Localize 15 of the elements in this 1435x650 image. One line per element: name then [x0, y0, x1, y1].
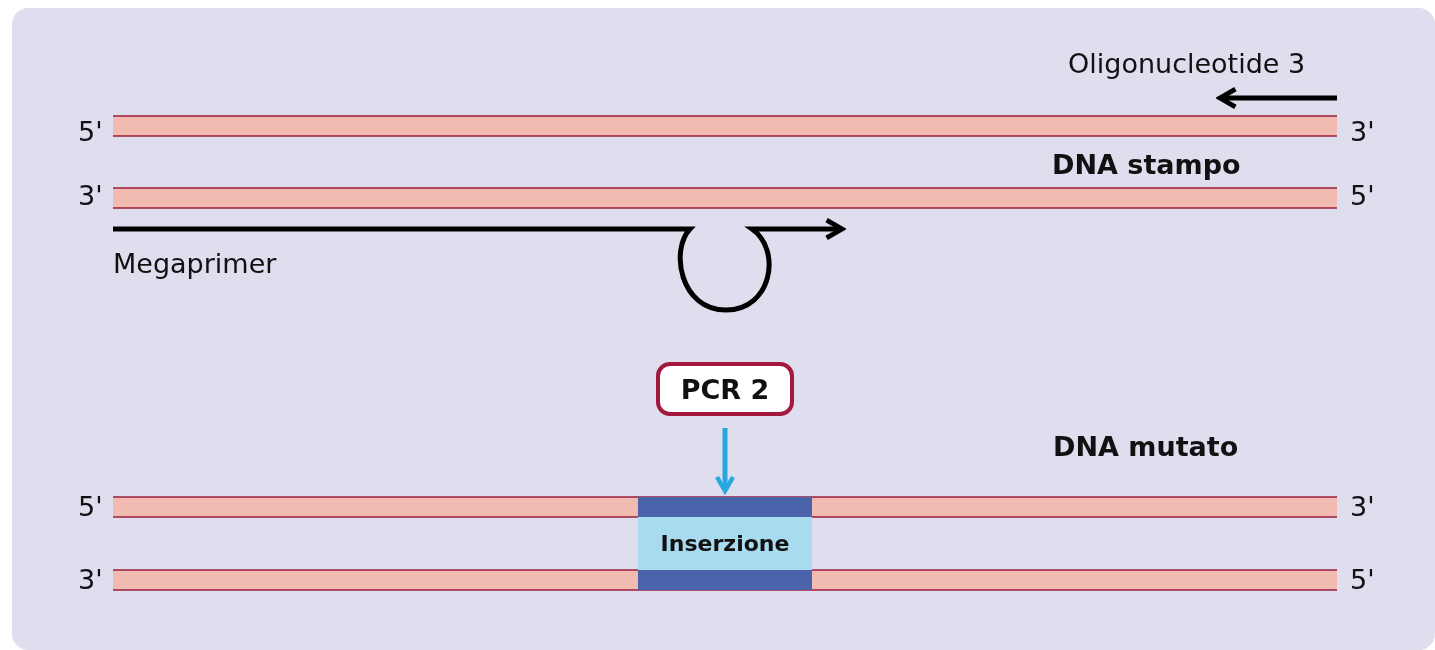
dna-label: DNA mutato — [1053, 433, 1239, 460]
arrow — [714, 428, 736, 494]
strand-end-label: 5' — [78, 118, 103, 145]
step-box: PCR 2 — [656, 362, 794, 416]
strand-end-label: 5' — [78, 493, 103, 520]
strand-end-label: 5' — [1350, 182, 1375, 209]
strand-end-label: 3' — [1350, 118, 1375, 145]
dna-label: DNA stampo — [1052, 151, 1241, 178]
strand-end-label: 3' — [78, 182, 103, 209]
strand-end-label: 3' — [1350, 493, 1375, 520]
primer-label: Megaprimer — [113, 250, 277, 277]
strand-end-label: 5' — [1350, 566, 1375, 593]
strand-end-label: 3' — [78, 566, 103, 593]
primer-label: Oligonucleotide 3 — [1068, 50, 1306, 77]
insertion-block: Inserzione — [638, 497, 812, 590]
